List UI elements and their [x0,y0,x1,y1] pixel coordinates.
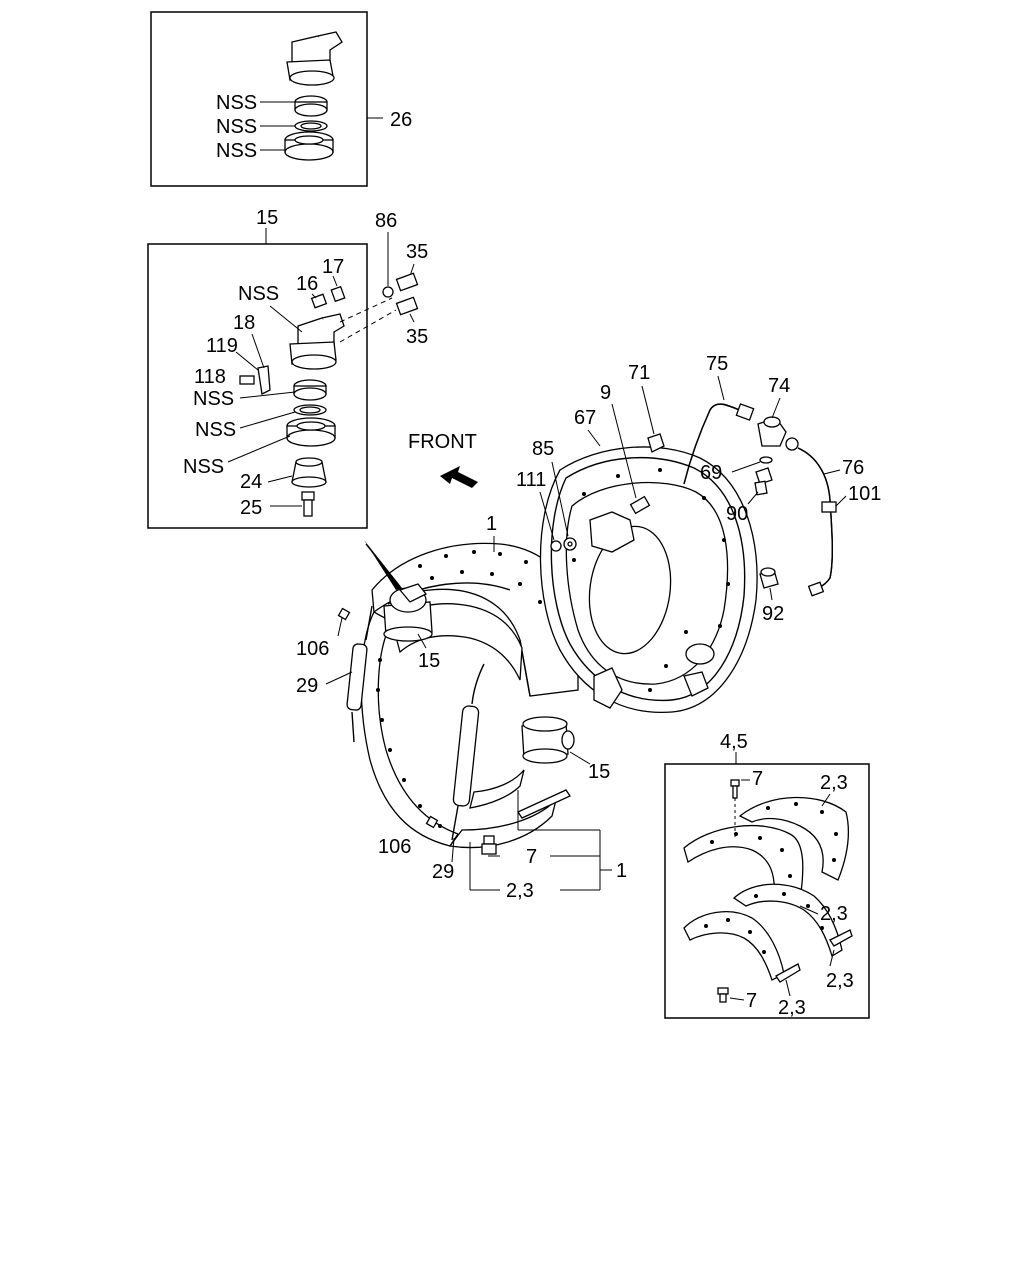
tee-fitting-74 [757,416,799,451]
label-76: 76 [842,457,864,479]
label-75: 75 [706,353,728,375]
inset-45-frame [664,763,870,1019]
label-9: 9 [600,382,611,404]
label-45: 4,5 [720,731,748,753]
label-7-inset-bottom: 7 [746,990,757,1012]
backing-plate [539,446,758,714]
inset-15-frame [147,243,368,529]
label-26: 26 [390,109,412,131]
label-23-inset-1: 2,3 [820,772,848,794]
label-92: 92 [762,603,784,625]
label-23-inset-4: 2,3 [778,997,806,1019]
label-nss-5: NSS [193,388,234,410]
label-111: 111 [516,469,546,491]
label-69: 69 [700,462,722,484]
label-1-top: 1 [486,513,497,535]
wheel-cylinder-lower [521,716,575,764]
inset-26: NSS NSS NSS 26 [150,11,412,187]
label-101: 101 [848,483,881,505]
inset-lining-holes [704,802,838,954]
seal-stack-26 [284,95,334,161]
label-23-inset-3: 2,3 [826,970,854,992]
label-nss-7: NSS [183,456,224,478]
brake-hose-76 [797,447,837,597]
label-29-left: 29 [296,675,318,697]
label-35-bottom: 35 [406,326,428,348]
label-119: 119 [206,335,238,357]
label-106-top: 106 [296,638,329,660]
brake-shoe-assembly [337,540,579,855]
label-71: 71 [628,362,650,384]
label-15-lower: 15 [588,761,610,783]
wheel-cylinder-exploded [289,313,345,370]
label-16: 16 [296,273,318,295]
backing-plate-holes [572,468,730,692]
label-15-top: 15 [256,207,278,229]
label-86: 86 [375,210,397,232]
label-7-inset-top: 7 [752,768,763,790]
return-spring-right [451,663,485,841]
label-106-bottom: 106 [378,836,411,858]
label-25: 25 [240,497,262,519]
label-nss-3: NSS [216,140,257,162]
bolt-90 [754,456,773,496]
label-nss-4: NSS [238,283,279,305]
wheel-cylinder-top [286,31,343,86]
return-spring-left [346,605,373,743]
label-front: FRONT [408,431,477,453]
label-nss-1: NSS [216,92,257,114]
label-1-bottom: 1 [616,860,627,882]
brake-pipe-75 [683,403,755,485]
backing-plate-fasteners [550,433,665,552]
label-85: 85 [532,438,554,460]
label-7-main: 7 [526,846,537,868]
plug-92 [759,567,779,589]
label-15-upper: 15 [418,650,440,672]
label-23-inset-2: 2,3 [820,903,848,925]
label-118: 118 [194,366,226,388]
label-24: 24 [240,471,262,493]
inset-15: 15 16 17 NSS 18 119 118 [147,207,368,529]
label-67: 67 [574,407,596,429]
label-90: 90 [726,503,748,525]
label-nss-6: NSS [195,419,236,441]
label-29-right: 29 [432,861,454,883]
front-indicator: FRONT [408,431,478,488]
bleeder-parts-86-35: 86 35 35 [339,210,428,348]
inset-45: 4,5 [664,731,870,1019]
front-arrow-icon [440,466,478,488]
label-23-main: 2,3 [506,880,534,902]
inset-26-frame [150,11,368,187]
label-nss-2: NSS [216,116,257,138]
label-74: 74 [768,375,790,397]
label-35-top: 35 [406,241,428,263]
label-17: 17 [322,256,344,278]
callout-bracket-1: 7 2,3 1 [469,790,627,902]
label-18: 18 [233,312,255,334]
